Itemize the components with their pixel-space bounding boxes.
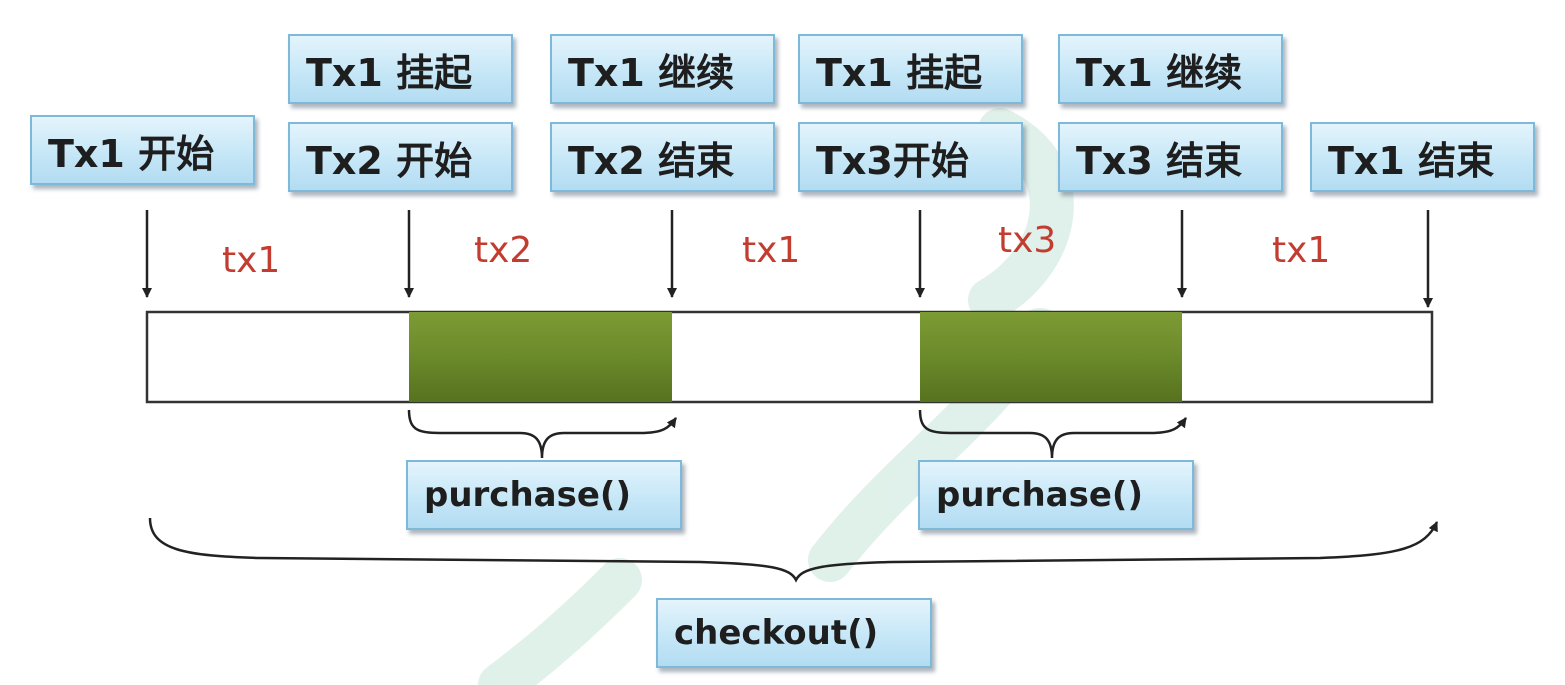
segment-label-tx1: tx1	[742, 230, 801, 271]
timeline-bar	[145, 310, 1434, 404]
event-label-tx1-end: Tx1 结束	[1310, 122, 1535, 192]
segment-label-tx1: tx1	[1272, 230, 1331, 271]
event-arrows	[142, 210, 1433, 308]
braces	[148, 409, 1439, 583]
event-label-tx1-start: Tx1 开始	[30, 115, 255, 185]
segment-label-tx1: tx1	[222, 240, 281, 281]
event-label-tx3-end: Tx3 结束	[1058, 122, 1283, 192]
segment-label-tx3: tx3	[998, 220, 1057, 261]
event-label-tx2-end: Tx2 结束	[550, 122, 775, 192]
brace-checkout	[148, 517, 1439, 583]
brace-purchase-1	[407, 409, 678, 459]
method-label-purchase: purchase()	[918, 460, 1194, 530]
timeline-active-segment-tx3	[920, 312, 1182, 402]
segment-label-tx2: tx2	[474, 230, 533, 271]
timeline-bar-outline	[145, 310, 1434, 404]
method-label-checkout: checkout()	[656, 598, 932, 668]
timeline-active-segment-tx2	[409, 312, 672, 402]
event-label-tx1-suspend: Tx1 挂起	[288, 34, 513, 104]
event-label-tx1-resume: Tx1 继续	[1058, 34, 1283, 104]
event-label-tx2-start: Tx2 开始	[288, 122, 513, 192]
event-label-tx3-start: Tx3开始	[798, 122, 1023, 192]
event-label-tx1-suspend: Tx1 挂起	[798, 34, 1023, 104]
brace-purchase-2	[918, 409, 1188, 459]
method-label-purchase: purchase()	[406, 460, 682, 530]
event-label-tx1-resume: Tx1 继续	[550, 34, 775, 104]
